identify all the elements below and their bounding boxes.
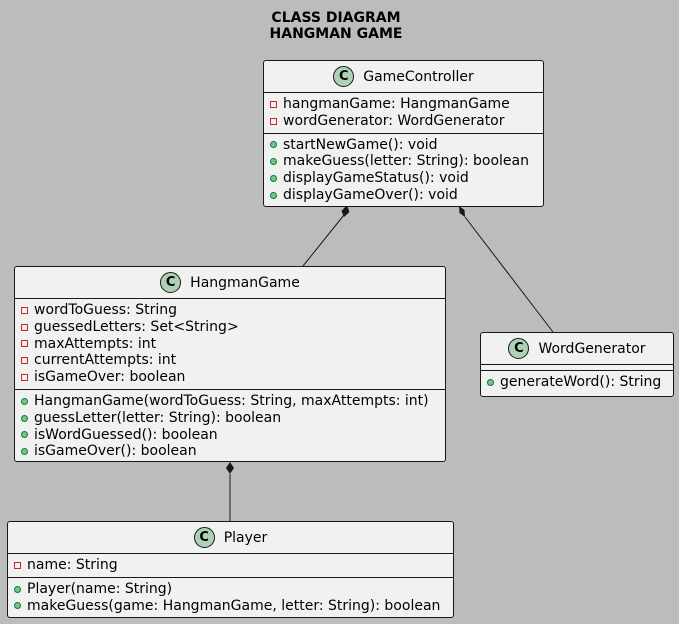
method: makeGuess(letter: String): boolean: [264, 153, 543, 170]
attribute: name: String: [8, 557, 453, 574]
attribute-list: name: String: [8, 554, 453, 578]
composition-hangmangame-player: [226, 462, 234, 521]
class-wordgenerator[interactable]: C WordGenerator generateWord(): String: [480, 332, 674, 397]
method: startNewGame(): void: [264, 137, 543, 154]
private-visibility-icon: [21, 374, 28, 382]
class-stereotype-icon: C: [508, 338, 530, 359]
method: guessLetter(letter: String): boolean: [15, 410, 445, 427]
diagram-title: CLASS DIAGRAM HANGMAN GAME: [0, 10, 672, 42]
class-hangmangame[interactable]: C HangmanGame wordToGuess: String guesse…: [14, 266, 446, 462]
private-visibility-icon: [21, 306, 28, 314]
public-visibility-icon: [14, 585, 21, 593]
method: generateWord(): String: [481, 374, 673, 391]
private-visibility-icon: [270, 100, 277, 108]
class-header: C WordGenerator: [481, 333, 673, 365]
public-visibility-icon: [14, 602, 21, 610]
private-visibility-icon: [14, 561, 21, 569]
class-name: HangmanGame: [190, 274, 300, 291]
method: isGameOver(): boolean: [15, 443, 445, 460]
public-visibility-icon: [21, 448, 28, 456]
public-visibility-icon: [270, 158, 277, 166]
composition-diamond-icon: [459, 206, 465, 217]
method-list: HangmanGame(wordToGuess: String, maxAtte…: [15, 390, 445, 463]
attribute: guessedLetters: Set<String>: [15, 319, 445, 336]
private-visibility-icon: [21, 357, 28, 365]
public-visibility-icon: [21, 431, 28, 439]
attribute: maxAttempts: int: [15, 336, 445, 353]
attribute: currentAttempts: int: [15, 352, 445, 369]
method: makeGuess(game: HangmanGame, letter: Str…: [8, 598, 453, 615]
public-visibility-icon: [270, 191, 277, 199]
diagram-title-line-1: CLASS DIAGRAM: [271, 10, 401, 26]
public-visibility-icon: [270, 175, 277, 183]
method: isWordGuessed(): boolean: [15, 427, 445, 444]
class-header: C GameController: [264, 61, 543, 93]
method-list: generateWord(): String: [481, 371, 673, 394]
class-player[interactable]: C Player name: String Player(name: Strin…: [7, 521, 454, 618]
class-header: C HangmanGame: [15, 267, 445, 299]
class-header: C Player: [8, 522, 453, 554]
class-name: GameController: [363, 68, 474, 85]
class-stereotype-icon: C: [333, 66, 355, 87]
public-visibility-icon: [21, 414, 28, 422]
attribute-list: hangmanGame: HangmanGame wordGenerator: …: [264, 93, 543, 134]
method: displayGameOver(): void: [264, 187, 543, 204]
attribute: wordToGuess: String: [15, 302, 445, 319]
public-visibility-icon: [270, 141, 277, 149]
method-list: startNewGame(): void makeGuess(letter: S…: [264, 134, 543, 207]
method: HangmanGame(wordToGuess: String, maxAtte…: [15, 393, 445, 410]
attribute: wordGenerator: WordGenerator: [264, 113, 543, 130]
method: Player(name: String): [8, 581, 453, 598]
class-stereotype-icon: C: [193, 527, 215, 548]
attribute: hangmanGame: HangmanGame: [264, 96, 543, 113]
composition-gamecontroller-hangmangame: [302, 205, 350, 267]
attribute-list: wordToGuess: String guessedLetters: Set<…: [15, 299, 445, 390]
composition-diamond-icon: [226, 462, 234, 474]
composition-diamond-icon: [341, 205, 350, 217]
public-visibility-icon: [487, 378, 494, 386]
class-name: Player: [223, 529, 268, 546]
private-visibility-icon: [21, 323, 28, 331]
class-gamecontroller[interactable]: C GameController hangmanGame: HangmanGam…: [263, 60, 544, 207]
attribute-list: [481, 365, 673, 371]
method-list: Player(name: String) makeGuess(game: Han…: [8, 578, 453, 618]
class-stereotype-icon: C: [160, 272, 182, 293]
private-visibility-icon: [270, 117, 277, 125]
diagram-title-line-2: HANGMAN GAME: [269, 26, 403, 42]
public-visibility-icon: [21, 397, 28, 405]
private-visibility-icon: [21, 340, 28, 348]
class-name: WordGenerator: [538, 340, 646, 357]
method: displayGameStatus(): void: [264, 170, 543, 187]
attribute: isGameOver: boolean: [15, 369, 445, 386]
composition-gamecontroller-wordgenerator: [459, 206, 554, 333]
